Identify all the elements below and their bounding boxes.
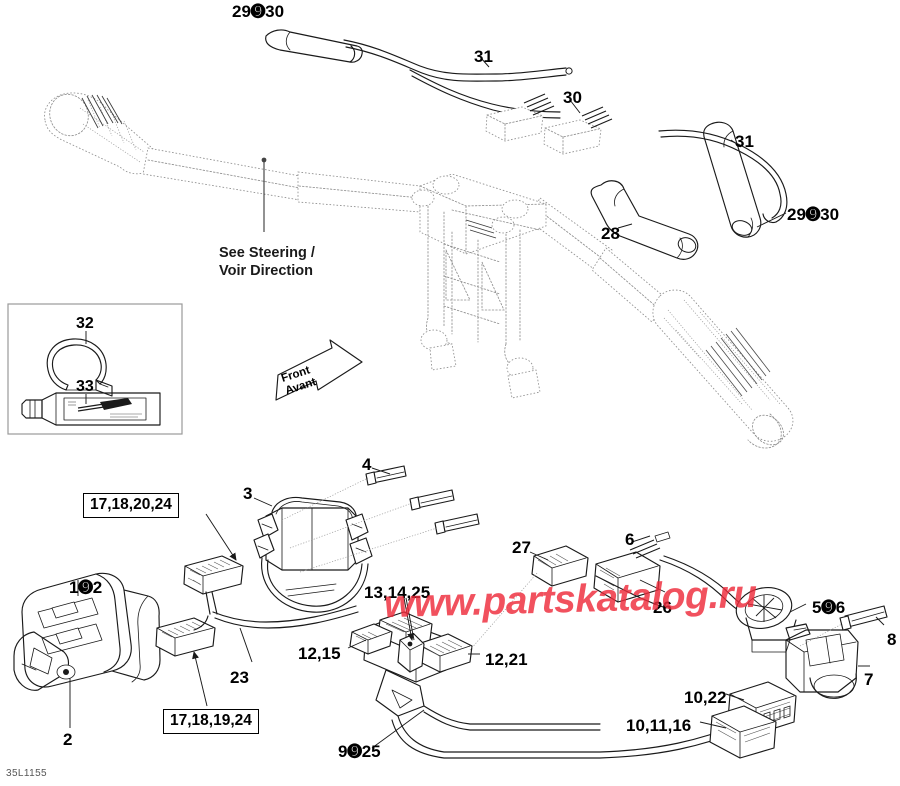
screw-8 (799, 605, 888, 647)
callout-32: 32 (76, 315, 94, 332)
callout-26: 26 (653, 598, 672, 617)
callout-30-connector: 30 (563, 88, 582, 107)
left-switch-housing (13, 572, 161, 728)
hose-29-30-right (703, 121, 787, 238)
callout-17-18-19-24: 17,18,19,24 (163, 709, 259, 734)
master-cylinder-bracket (253, 496, 373, 613)
throttle-switch-assembly (347, 597, 743, 759)
steering-reference-note: See Steering / Voir Direction (219, 245, 315, 280)
handlebar-ghost-left (44, 92, 669, 323)
brake-line-31-top (343, 39, 573, 82)
callout-6: 6 (625, 530, 635, 549)
callout-9-25: 9➒25 (338, 742, 381, 761)
callout-31-right: 31 (735, 132, 754, 151)
callout-8: 8 (887, 630, 897, 649)
callout-10-11-16: 10,11,16 (626, 716, 692, 735)
callout-12-21: 12,21 (485, 650, 528, 669)
callout-10-22: 10,22 (684, 688, 727, 707)
callout-5-6: 5➒6 (812, 598, 846, 617)
callout-3: 3 (243, 484, 253, 503)
callout-12-15: 12,15 (298, 644, 341, 663)
callout-28: 28 (601, 224, 620, 243)
handlebar-ghost-right-grip (652, 289, 794, 449)
callout-29-30-right: 29➒30 (787, 205, 840, 224)
callout-23: 23 (230, 668, 249, 687)
connector-26 (593, 531, 671, 603)
callout-27: 27 (512, 538, 531, 557)
callout-31-top: 31 (474, 47, 493, 66)
callout-13-14-25: 13,14,25 (364, 583, 431, 602)
brake-line-31-to-connector (409, 69, 561, 119)
handlebar-riser-block (261, 157, 547, 399)
steering-note-line-2: Voir Direction (219, 262, 313, 279)
callout-7: 7 (864, 670, 874, 689)
steering-note-line-1: See Steering / (219, 245, 315, 261)
diagram-code: 35L1155 (6, 768, 47, 779)
connector-27 (469, 545, 589, 651)
callout-29-30-top: 29➒30 (232, 2, 285, 21)
callout-33: 33 (76, 378, 94, 395)
bolts-4 (281, 465, 480, 573)
callout-4: 4 (362, 455, 372, 474)
front-avant-arrow (275, 339, 363, 401)
connector-30-pair (485, 93, 613, 155)
switch-connectors (155, 513, 359, 707)
switch-5-6 (735, 587, 811, 653)
relay-connectors (699, 681, 797, 759)
hose-28 (590, 180, 699, 260)
callout-1-2: 1➒2 (69, 578, 103, 597)
housing-7 (785, 629, 870, 699)
callout-17-18-20-24: 17,18,20,24 (83, 493, 179, 518)
brake-line-31-right (658, 129, 788, 224)
inset-box-32-33 (7, 303, 183, 435)
hose-29-30-top (265, 29, 363, 63)
callout-2: 2 (63, 730, 73, 749)
